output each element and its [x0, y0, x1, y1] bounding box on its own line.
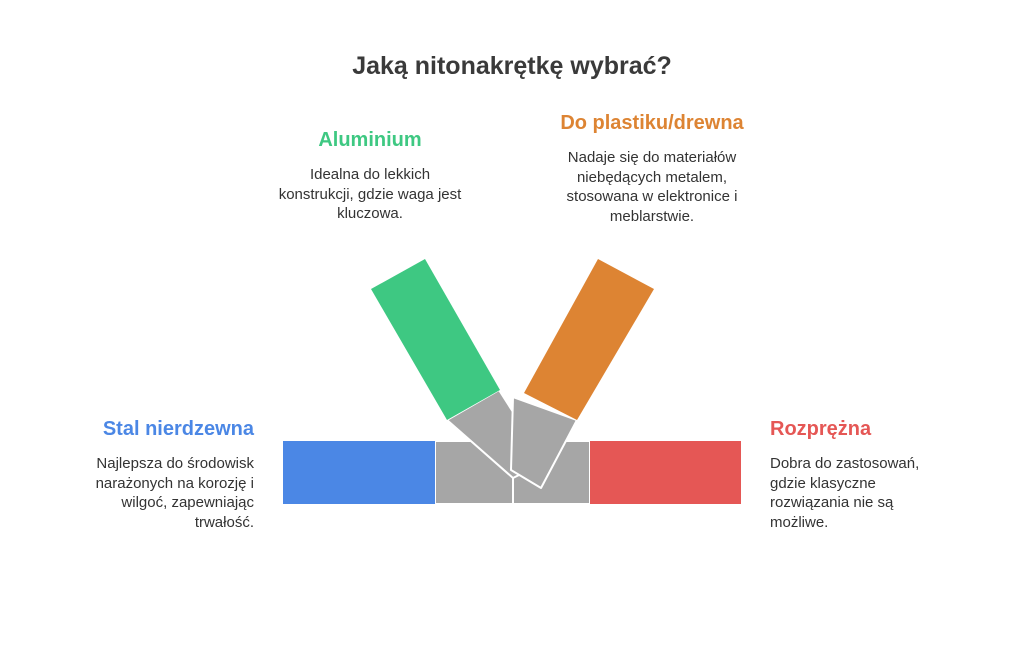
stainless-steel-description: Najlepsza do środowisk narażonych na kor…	[44, 454, 254, 532]
desc-line: Idealna do lekkich	[309, 166, 431, 183]
expanding-description: Dobra do zastosowań, gdzie klasyczne roz…	[770, 454, 970, 532]
desc-line: trwałość.	[194, 513, 254, 531]
desc-line: narażonych na korozję i	[95, 474, 254, 492]
desc-line: wilgoć, zapewniając	[121, 494, 254, 511]
connector-group	[434, 389, 591, 505]
desc-line: konstrukcji, gdzie waga jest	[278, 185, 462, 203]
desc-line: rozwiązania nie są	[770, 494, 894, 511]
expanding-heading: Rozprężna	[770, 418, 872, 440]
desc-line: niebędących metalem,	[576, 168, 728, 186]
plastic-wood-bar	[524, 259, 654, 420]
connector-right-arm	[510, 396, 578, 489]
aluminium-bar	[371, 259, 500, 420]
plastic-wood-description: Nadaje się do materiałów niebędących met…	[537, 148, 767, 226]
desc-line: możliwe.	[770, 513, 829, 531]
desc-line: Nadaje się do materiałów	[567, 149, 737, 166]
desc-line: stosowana w elektronice i	[566, 188, 738, 205]
desc-line: gdzie klasyczne	[770, 474, 876, 492]
desc-line: Dobra do zastosowań,	[770, 455, 920, 472]
aluminium-heading: Aluminium	[318, 129, 422, 151]
plastic-wood-heading: Do plastiku/drewna	[560, 112, 744, 134]
aluminium-description: Idealna do lekkich konstrukcji, gdzie wa…	[255, 165, 485, 224]
stainless-steel-bar	[283, 441, 435, 504]
desc-line: meblarstwie.	[609, 207, 695, 225]
desc-line: kluczowa.	[337, 205, 403, 222]
page-title: Jaką nitonakrętkę wybrać?	[352, 52, 672, 80]
desc-line: Najlepsza do środowisk	[96, 455, 254, 472]
expanding-bar	[590, 441, 741, 504]
stainless-steel-heading: Stal nierdzewna	[102, 418, 254, 440]
